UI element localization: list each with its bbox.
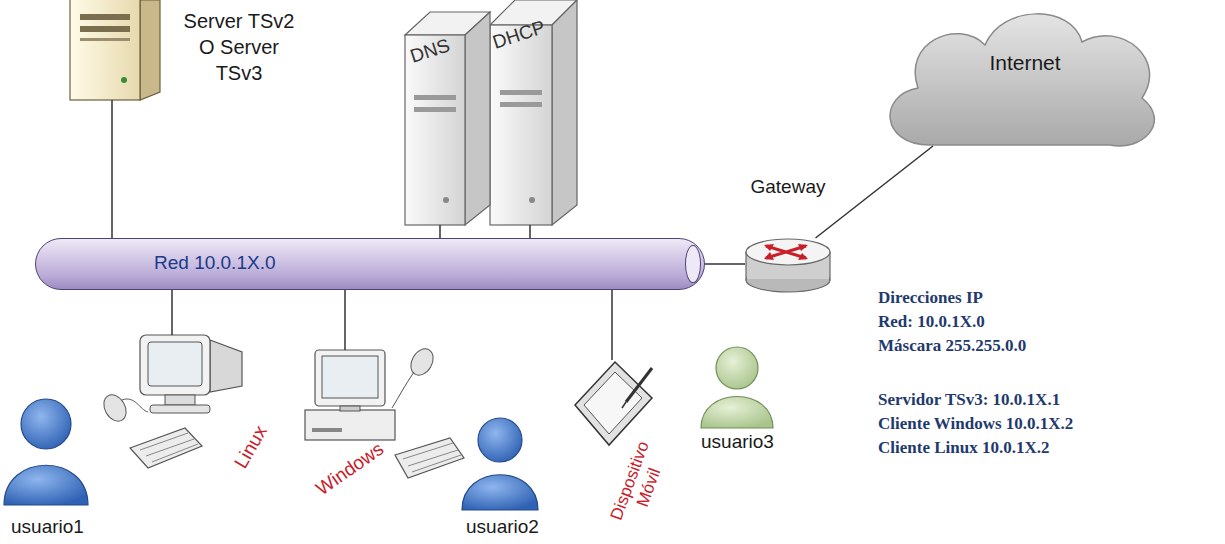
node-label: Gateway <box>733 176 843 198</box>
linux-pc-part <box>130 428 202 468</box>
dhcp-server-part <box>552 0 577 225</box>
node-label: Windows <box>306 434 394 505</box>
mobile-tablet-part <box>622 402 626 408</box>
internet-cloud-part <box>890 14 1154 146</box>
windows-pc-part <box>403 443 461 472</box>
network-link <box>171 290 173 335</box>
windows-pc-part <box>305 410 395 440</box>
dns-server-part <box>443 197 449 203</box>
ip-address-note: Máscara 255.255.0.0 <box>878 336 1026 356</box>
dhcp-server <box>490 0 577 225</box>
linux-pc-node: Linux <box>100 335 260 475</box>
network-link <box>111 100 113 238</box>
network-link <box>344 290 346 350</box>
server-tower-part <box>121 77 127 83</box>
linux-pc-part <box>148 342 202 386</box>
user-icon <box>462 418 538 510</box>
windows-pc-node: Windows <box>290 350 470 480</box>
server-tower <box>70 0 160 100</box>
server-tower-part <box>80 38 130 41</box>
gateway-router-part <box>746 239 830 265</box>
windows-pc-part <box>312 428 342 432</box>
gateway-router <box>746 239 830 292</box>
node-label: Red 10.0.1X.0 <box>154 252 275 274</box>
dns-node: DNS <box>400 10 490 225</box>
user-node: usuario3 <box>695 345 780 453</box>
linux-pc <box>99 335 242 468</box>
node-label: Dispositivo Móvil <box>603 429 677 541</box>
dhcp-server-part <box>500 102 542 107</box>
server-tower-part <box>140 0 160 100</box>
gateway-router-part <box>798 253 808 260</box>
user-icon-part <box>462 475 538 510</box>
ip-address-note: Red: 10.0.1X.0 <box>878 312 985 332</box>
linux-pc-part <box>140 335 210 395</box>
gateway-router-part <box>764 244 774 251</box>
gateway-router-part <box>764 252 774 260</box>
user-node: usuario2 <box>455 415 550 540</box>
ip-address-note: Cliente Windows 10.0.1X.2 <box>878 414 1073 434</box>
user-icon-part <box>701 397 773 429</box>
server-node: Server TSv2 O Server TSv3 <box>65 0 160 100</box>
network-link <box>611 290 613 360</box>
mobile-tablet <box>575 362 652 445</box>
ip-address-note: Servidor TSv3: 10.0.1X.1 <box>878 390 1060 410</box>
dns-server-part <box>414 107 456 112</box>
user-icon <box>701 347 773 428</box>
mobile-node: Dispositivo Móvil <box>565 360 665 480</box>
user-icon <box>4 399 88 505</box>
server-tower-part <box>70 0 140 100</box>
node-label: Server TSv2 O Server TSv3 <box>178 8 300 86</box>
dns-server-part <box>414 95 456 100</box>
user-icon-part <box>478 418 522 462</box>
mobile-tablet-part <box>575 362 652 445</box>
mobile-tablet-part <box>584 372 642 434</box>
dns-server <box>405 12 490 225</box>
server-tower-part <box>80 14 130 20</box>
windows-pc-part <box>315 350 385 406</box>
gateway-router-part <box>798 244 808 251</box>
windows-pc-part <box>392 372 414 408</box>
linux-pc-part <box>140 433 198 462</box>
node-label: usuario2 <box>455 516 550 538</box>
server-tower-part <box>80 26 130 32</box>
ip-address-note: Direcciones IP <box>878 288 983 308</box>
internet-cloud <box>890 14 1154 146</box>
node-label: Internet <box>885 51 1165 75</box>
network-link <box>529 225 531 238</box>
network-bus: Red 10.0.1X.0 <box>35 238 705 290</box>
network-link <box>705 263 745 265</box>
windows-pc-part <box>322 356 378 398</box>
cloud-node: Internet <box>885 5 1165 150</box>
windows-pc-part <box>395 438 464 478</box>
user-node: usuario1 <box>0 398 95 542</box>
linux-pc-part <box>99 391 130 425</box>
linux-pc-part <box>210 340 242 392</box>
linux-pc-part <box>150 405 210 413</box>
user-icon-part <box>716 347 758 389</box>
windows-pc-part <box>406 345 437 379</box>
linux-pc-part <box>165 395 195 405</box>
node-label: usuario3 <box>690 431 785 453</box>
node-label: Linux <box>229 420 273 474</box>
dhcp-server-part <box>529 197 535 203</box>
dhcp-server-part <box>490 25 552 225</box>
user-icon-part <box>21 399 71 449</box>
node-label: DHCP <box>490 16 548 54</box>
dns-server-part <box>465 12 490 225</box>
dhcp-server-part <box>500 90 542 95</box>
windows-pc-part <box>340 406 360 411</box>
node-label: usuario1 <box>0 516 95 538</box>
node-label: DNS <box>408 34 453 67</box>
network-link <box>816 146 933 238</box>
network-link <box>439 225 441 238</box>
linux-pc-part <box>122 399 148 412</box>
mobile-tablet-part <box>626 368 652 402</box>
ip-address-note: Cliente Linux 10.0.1X.2 <box>878 438 1049 458</box>
dns-server-part <box>405 35 465 225</box>
dhcp-node: DHCP <box>487 0 577 225</box>
user-icon-part <box>4 465 88 505</box>
gateway-node: Gateway <box>745 238 831 292</box>
